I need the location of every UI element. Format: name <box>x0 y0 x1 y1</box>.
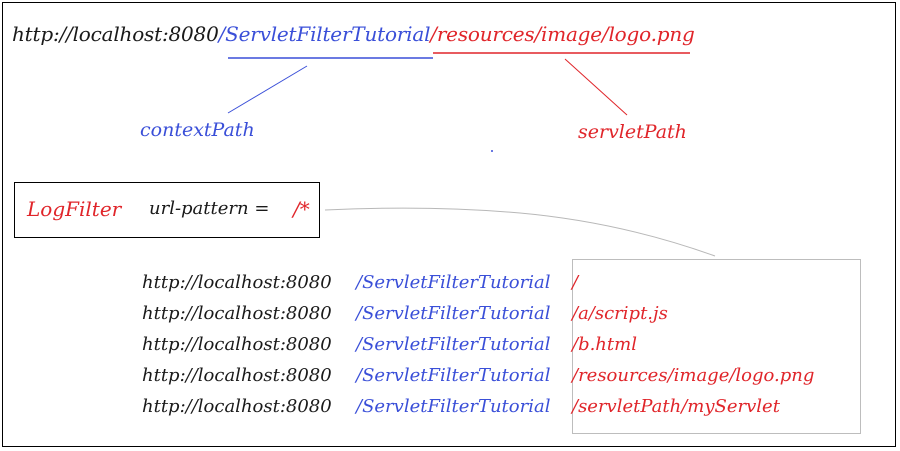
example-url: http://localhost:8080/ServletFilterTutor… <box>12 22 695 46</box>
row-context: /ServletFilterTutorial <box>356 365 551 386</box>
servlet-pointer <box>564 58 628 116</box>
row-path: /a/script.js <box>572 303 668 324</box>
row-context: /ServletFilterTutorial <box>356 272 551 293</box>
row-path: /servletPath/myServlet <box>572 396 780 417</box>
row-host: http://localhost:8080 <box>142 303 332 324</box>
url-context-path: /ServletFilterTutorial <box>218 22 431 46</box>
url-pattern-value: /* <box>293 197 310 221</box>
matched-url-row: http://localhost:8080/ServletFilterTutor… <box>142 298 814 329</box>
matched-url-row: http://localhost:8080/ServletFilterTutor… <box>142 360 814 391</box>
row-host: http://localhost:8080 <box>142 396 332 417</box>
matched-paths-box <box>572 259 861 434</box>
context-pointer <box>227 65 308 114</box>
servlet-path-label: servletPath <box>578 121 687 143</box>
url-host: http://localhost:8080 <box>12 22 219 46</box>
row-path: /resources/image/logo.png <box>572 365 815 386</box>
matched-url-list: http://localhost:8080/ServletFilterTutor… <box>142 267 814 422</box>
filter-definition-box: LogFilter url-pattern = /* <box>14 182 320 238</box>
row-host: http://localhost:8080 <box>142 272 332 293</box>
context-path-label: contextPath <box>140 119 255 141</box>
filter-name: LogFilter <box>27 197 122 221</box>
matched-url-row: http://localhost:8080/ServletFilterTutor… <box>142 267 814 298</box>
row-path: /b.html <box>572 334 637 355</box>
url-servlet-path: /resources/image/logo.png <box>430 22 695 46</box>
row-host: http://localhost:8080 <box>142 334 332 355</box>
stray-dot <box>491 150 493 152</box>
row-context: /ServletFilterTutorial <box>356 303 551 324</box>
matched-url-row: http://localhost:8080/ServletFilterTutor… <box>142 329 814 360</box>
row-context: /ServletFilterTutorial <box>356 334 551 355</box>
row-context: /ServletFilterTutorial <box>356 396 551 417</box>
row-host: http://localhost:8080 <box>142 365 332 386</box>
matched-url-row: http://localhost:8080/ServletFilterTutor… <box>142 391 814 422</box>
row-path: / <box>572 272 579 293</box>
filter-to-matches-connector <box>324 207 716 257</box>
url-pattern-key: url-pattern = <box>149 198 270 219</box>
